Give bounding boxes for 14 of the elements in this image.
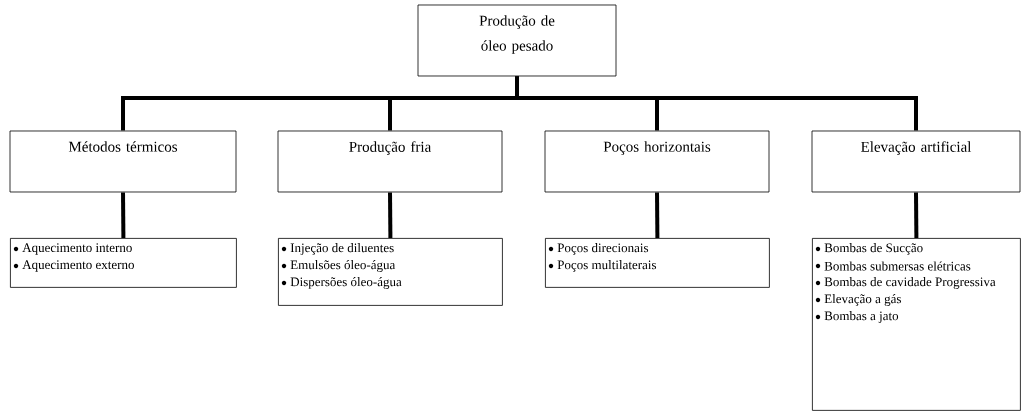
- list-box: Injeção de diluentes Emulsões óleo-água Dispersões óleo-água: [278, 238, 503, 306]
- category-box: Poços horizontais: [544, 130, 770, 193]
- list-box: Bombas de Sucção Bombas submersas elétricas Bombas de cavidade Progressiva Elevação a gás Bombas a jato: [812, 238, 1021, 411]
- list-box: Aquecimento interno Aquecimento externo: [10, 238, 237, 288]
- title-box: Produção de óleo pesado: [417, 4, 617, 77]
- connector-line: [388, 192, 393, 238]
- category-box: Elevação artificial: [811, 130, 1021, 193]
- connector-line: [515, 76, 918, 131]
- connector-line: [914, 192, 919, 238]
- category-box: Produção fria: [277, 130, 503, 193]
- connector-line: [121, 192, 126, 238]
- connector-line: [655, 192, 660, 238]
- category-box: Métodos térmicos: [9, 130, 237, 193]
- list-box: Poços direcionais Poços multilaterais: [545, 238, 770, 288]
